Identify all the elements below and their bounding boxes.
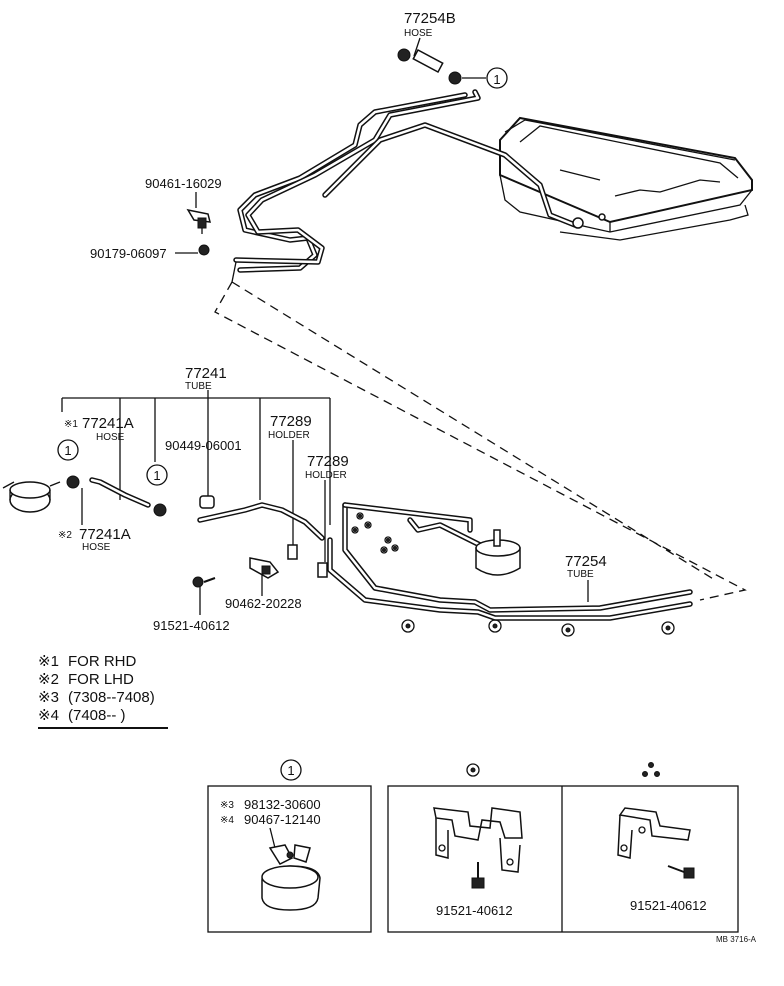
note-2-text: FOR LHD (68, 671, 134, 688)
box3-bolt-number: 91521-40612 (630, 898, 707, 913)
hose-77241a-rhd-number: 77241A (82, 415, 134, 432)
holder-77289-a-label: HOLDER (268, 430, 310, 441)
notes-legend: ※1 FOR RHD ※2 FOR LHD ※3 (7308--7408) ※4… (38, 653, 168, 729)
clamp-90462-number: 90462-20228 (225, 596, 302, 611)
tube-77254-label: TUBE (567, 569, 594, 580)
box2-header-marker (466, 763, 480, 777)
note-1-mark: ※1 (38, 653, 59, 670)
hose-77254b (397, 48, 508, 89)
hose-77241a-lhd-label: HOSE (82, 542, 111, 553)
box1-header: 1 (287, 763, 294, 778)
ref-mark-1-b: 1 (153, 468, 160, 483)
clamp-markers (351, 512, 675, 637)
hose-77241a-rhd-mark: ※1 (64, 419, 78, 430)
ref-circle-1-b (146, 464, 168, 486)
note-3-text: (7308--7408) (68, 689, 155, 706)
detail-boxes (207, 785, 739, 933)
holder-77289-b-label: HOLDER (305, 470, 347, 481)
leader-tree-77241 (61, 390, 331, 615)
grommet-90449-number: 90449-06001 (165, 438, 242, 453)
hose-77241a-lhd-mark: ※2 (58, 530, 72, 541)
note-1-text: FOR RHD (68, 653, 136, 670)
bracket-detail-3 (617, 807, 695, 879)
fuel-tube-main-top (231, 89, 584, 283)
tube-77241-number: 77241 (185, 365, 227, 382)
clamp-90462 (249, 557, 280, 579)
holder-77289-b-number: 77289 (307, 453, 349, 470)
hose-77241a-lhd-number: 77241A (79, 526, 131, 543)
note-4-mark: ※4 (38, 707, 59, 724)
hose-77241a-rhd-label: HOSE (96, 432, 125, 443)
fuel-tube-77254 (327, 502, 693, 621)
holder-77289-a-number: 77289 (270, 413, 312, 430)
bracket-90461-number: 90461-16029 (145, 176, 222, 191)
note-2-mark: ※2 (38, 671, 59, 688)
ref-mark-1-a: 1 (64, 443, 71, 458)
hose-clamp-detail (261, 827, 321, 911)
box2-bolt-number: 91521-40612 (436, 903, 513, 918)
bolt-91521-number: 91521-40612 (153, 618, 230, 633)
tube-77241-label: TUBE (185, 381, 212, 392)
charcoal-canister (475, 529, 521, 576)
fuel-tank (499, 116, 753, 241)
box1-line2-number: 90467-12140 (244, 812, 321, 827)
box1-header-circle (280, 759, 302, 781)
tube-77254-number: 77254 (565, 553, 607, 570)
box1-line1-number: 98132-30600 (244, 797, 321, 812)
bracket-detail-2 (433, 807, 523, 889)
ref-mark-1-hose: 1 (493, 72, 500, 87)
ref-circle-1-a (57, 439, 79, 461)
bracket-90461 (175, 192, 211, 256)
bolt-91521 (192, 576, 216, 588)
note-3-mark: ※3 (38, 689, 59, 706)
note-4-text: (7408-- ) (68, 707, 126, 724)
box1-line1-mark: ※3 (220, 800, 234, 811)
footer-code: MB 3716-A (716, 935, 757, 944)
hose-77254b-number: 77254B (404, 10, 456, 27)
phantom-line (214, 281, 747, 601)
fuel-filter (2, 481, 61, 513)
clip-90179-number: 90179-06097 (90, 246, 167, 261)
box1-line2-mark: ※4 (220, 815, 234, 826)
hose-77254b-label: HOSE (404, 28, 433, 39)
box3-header-marker (642, 762, 660, 777)
